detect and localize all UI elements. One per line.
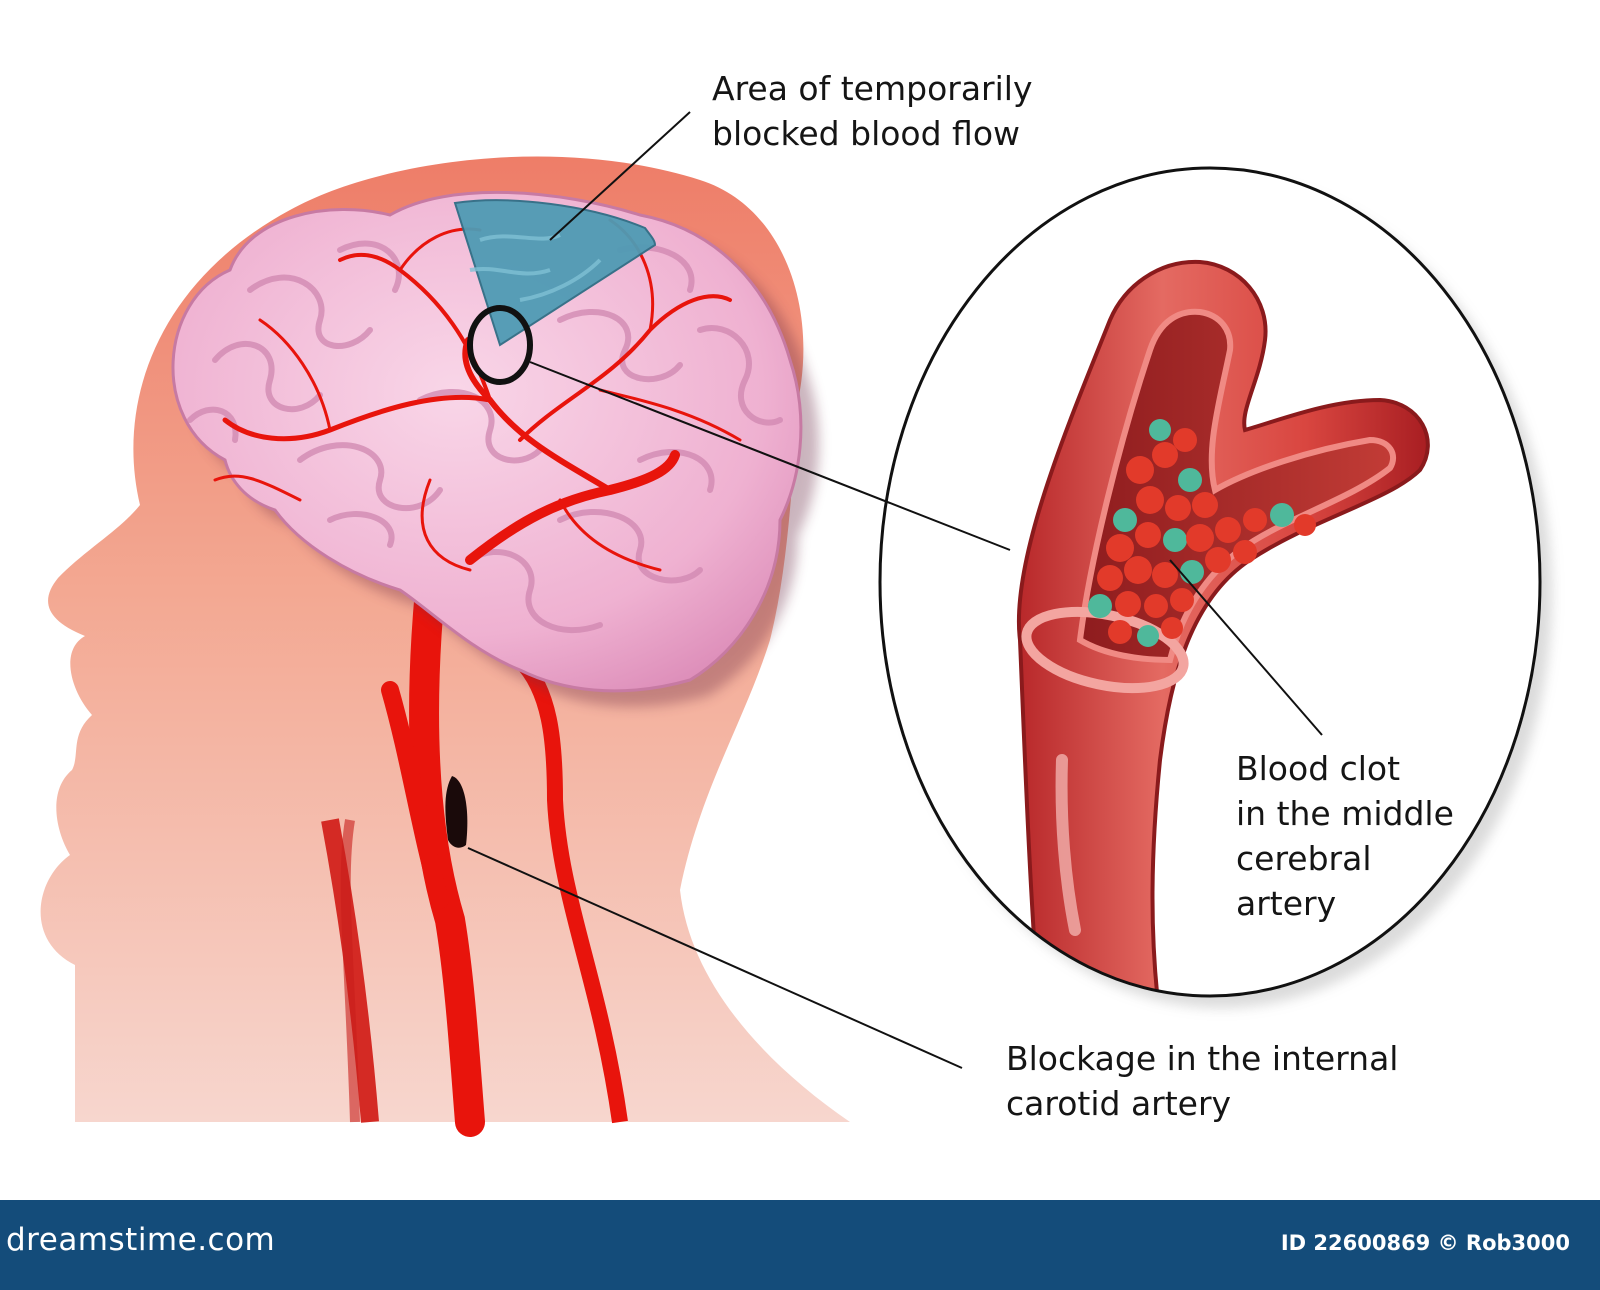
brain <box>171 190 819 707</box>
neck-arteries <box>321 556 628 1137</box>
medical-illustration <box>40 111 1552 1137</box>
label-carotid-blockage: Blockage in the internal carotid artery <box>1006 1039 1399 1123</box>
blood-clot <box>1088 419 1316 647</box>
leader-lines <box>467 111 1323 1069</box>
label-blood-clot: Blood clot in the middle cerebral artery <box>1236 749 1454 923</box>
footer-bar: dreamstime.com ID 22600869 © Rob3000 <box>0 1200 1600 1290</box>
footer-brand[interactable]: dreamstime.com <box>6 1222 276 1258</box>
clot-location-circle <box>467 305 533 385</box>
blockage-marker-icon <box>445 776 468 848</box>
footer-credit: ID 22600869 © Rob3000 <box>1280 1231 1570 1255</box>
magnifier-circle-inset-icon <box>878 166 1552 1008</box>
label-blocked-area: Area of temporarily blocked blood flow <box>712 69 1033 153</box>
